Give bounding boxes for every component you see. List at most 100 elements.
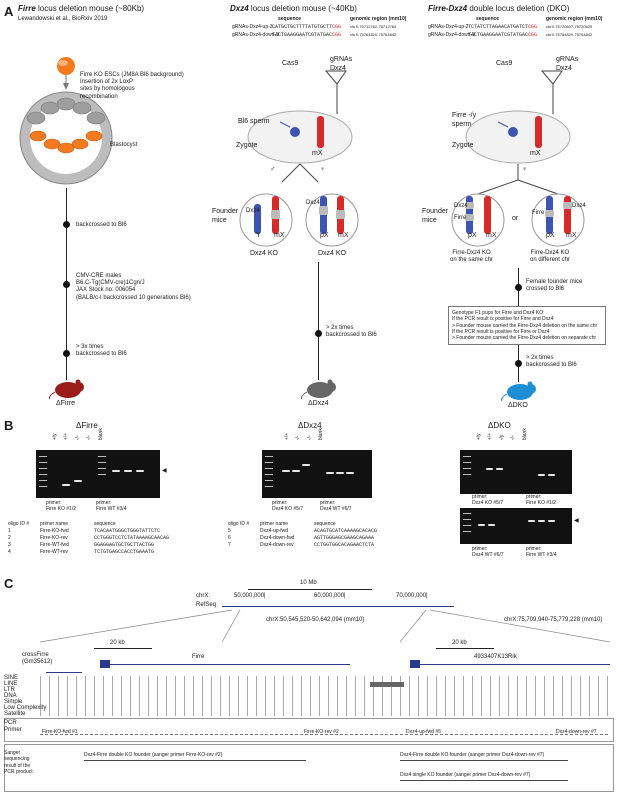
dxz4-title: Dxz4 locus deletion mouse (~40Kb): [230, 4, 357, 13]
chr-label: mX: [486, 232, 497, 239]
zygote-label: Zygote: [452, 142, 474, 149]
sanger-box: [4, 744, 614, 792]
exon-block: [100, 660, 110, 668]
chr-label: Y: [256, 232, 261, 239]
dko-title: Firre-Dxz4 double locus deletion (DKO): [428, 4, 570, 13]
mx-label: mX: [530, 150, 541, 157]
seq-header: sequence: [476, 16, 500, 22]
founder-label: Founder mice: [212, 208, 239, 224]
primer-left-1: Firre-KO-fwd #1: [42, 729, 78, 735]
gel-title: ΔFirre: [76, 421, 98, 430]
dko-step2: > 2x times backcrossed to Bl6: [526, 355, 577, 369]
primer-label: primer: Dxz4 KO #5/7: [272, 500, 304, 513]
sanger-left-line: [84, 760, 306, 761]
seq-header: sequence: [278, 16, 302, 22]
chr-label: pX: [468, 232, 477, 239]
dxz4-arrow-line: [318, 262, 319, 380]
tick-label: 50,000,000|: [234, 593, 266, 599]
grna-label: gRNAs Dxz4: [556, 56, 579, 72]
genotype-box: Genotype F1 pups for Firre and Dxz4 KO: …: [448, 306, 606, 346]
step-dot: [515, 360, 522, 367]
scale-bar: [436, 648, 494, 649]
arrow-icon: ◀: [162, 468, 167, 474]
gel-title: ΔDKO: [488, 421, 511, 430]
firre-step3: > 3x times backcrossed to Bl6: [76, 344, 127, 358]
step-dot: [315, 330, 322, 337]
table-header-row: oligo ID # primer name sequence: [228, 521, 336, 527]
primer-label: primer: Dxz4 WT #6/7: [320, 500, 352, 513]
sanger-right-1: Dxz4-Firre double KO founder (sanger pri…: [400, 752, 545, 758]
male-symbol: ♂: [270, 166, 276, 173]
panel-b-label: B: [4, 418, 14, 433]
chr-label: Dxz4: [246, 208, 260, 214]
pcr-label: PCR Primer: [4, 720, 22, 734]
gene-crossfirre: crossFirre (Gm35612): [22, 652, 53, 666]
table-header-row: oligo ID # primer name sequence: [8, 521, 116, 527]
dxz4-zygote-diagram: [239, 70, 359, 247]
mouse-icon-blue: [501, 381, 536, 402]
arrow-icon: ◀: [574, 518, 579, 524]
panel-c-label: C: [4, 576, 14, 591]
chr-label: mX: [274, 232, 285, 239]
repeatmasker-tracks: [40, 676, 610, 716]
refseq-track: [222, 603, 454, 609]
right-gene-line: [410, 664, 610, 665]
primer-right-2: Dxz4-down-rev #7: [556, 729, 597, 735]
founder-label: Founder mice: [422, 208, 449, 224]
region-header: genomic region (mm10): [546, 16, 603, 22]
step-dot: [63, 281, 70, 288]
repeat-track-labels: SINE LINE LTR DNA Simple Low Complexity …: [4, 675, 47, 717]
dko-result: ΔDKO: [508, 402, 528, 409]
gene-firre: Firre: [192, 654, 205, 660]
dko-gel-top: [460, 450, 572, 494]
chr-label: Firre: [454, 215, 467, 221]
cas9-label: Cas9: [496, 60, 513, 67]
primer-label: primer: Dxz4 WT #6/7: [472, 546, 504, 559]
blastocyst-label: Blastocyst: [110, 142, 138, 148]
pcr-primer-box: [4, 718, 614, 742]
or-label: or: [512, 215, 519, 222]
primer-label: primer: Firre KO #1/2: [526, 494, 557, 507]
primer-track-line: [40, 734, 610, 735]
scale-bar: [248, 589, 372, 590]
female-symbol: ♀: [522, 166, 528, 173]
firre-step1: backcrossed to Bl6: [76, 222, 127, 228]
scale-left: 20 kb: [110, 640, 125, 646]
firre-title: Firre locus deletion mouse (~80Kb): [18, 4, 145, 13]
tick-label: 70,000,000|: [396, 593, 428, 599]
chr-label: Dxz4: [454, 203, 468, 209]
primer-label: primer: Dxz4 KO #5/7: [472, 494, 504, 507]
sanger-left: Dxz4-Firre double KO founder (sanger pri…: [84, 752, 223, 758]
primer-label: primer: Firre WT #3/4: [526, 546, 557, 559]
citation: Lewandowski et al., BioRxiv 2019: [18, 16, 108, 22]
dko-gel-bottom: [460, 508, 572, 544]
step-dot: [63, 350, 70, 357]
left-ko-label: Firre-Dxz4 KO on the same chr: [450, 250, 494, 264]
primer-label: primer: Firre KO #1/2: [46, 500, 77, 513]
region-header: genomic region (mm10): [350, 16, 407, 22]
mx-label: mX: [312, 150, 323, 157]
mouse-icon-gray: [301, 379, 336, 400]
female-ko-label: Dxz4 KO: [318, 250, 347, 257]
chr-label: mX: [338, 232, 349, 239]
sperm-label: Firre -/y sperm: [452, 112, 477, 128]
mouse-icon-red: [49, 379, 84, 400]
sperm-label: Bl6 sperm: [238, 118, 270, 125]
dxz4-gel-image: [262, 450, 372, 498]
cas9-label: Cas9: [282, 60, 299, 67]
scale-top: 10 Mb: [300, 580, 317, 586]
step-dot: [515, 284, 522, 291]
sanger-label: Sanger sequencing result of the PCR prod…: [4, 750, 33, 775]
esc-description: Firre KO ESCs (JM8A Bl6 background) Inse…: [80, 72, 184, 100]
dxz4-result: ΔDxz4: [308, 400, 329, 407]
grna-label: gRNAs Dxz4: [330, 56, 353, 72]
zoom-lines: [39, 609, 611, 643]
lane-labels: +/y +/+ -/y -/- blank: [475, 428, 528, 441]
firre-step2: CMV-CRE males B6.C-Tg(CMV-cre)1Cgn/J JAX…: [76, 273, 191, 301]
primer-right-1: Dxz4-up-fwd #5: [406, 729, 442, 735]
